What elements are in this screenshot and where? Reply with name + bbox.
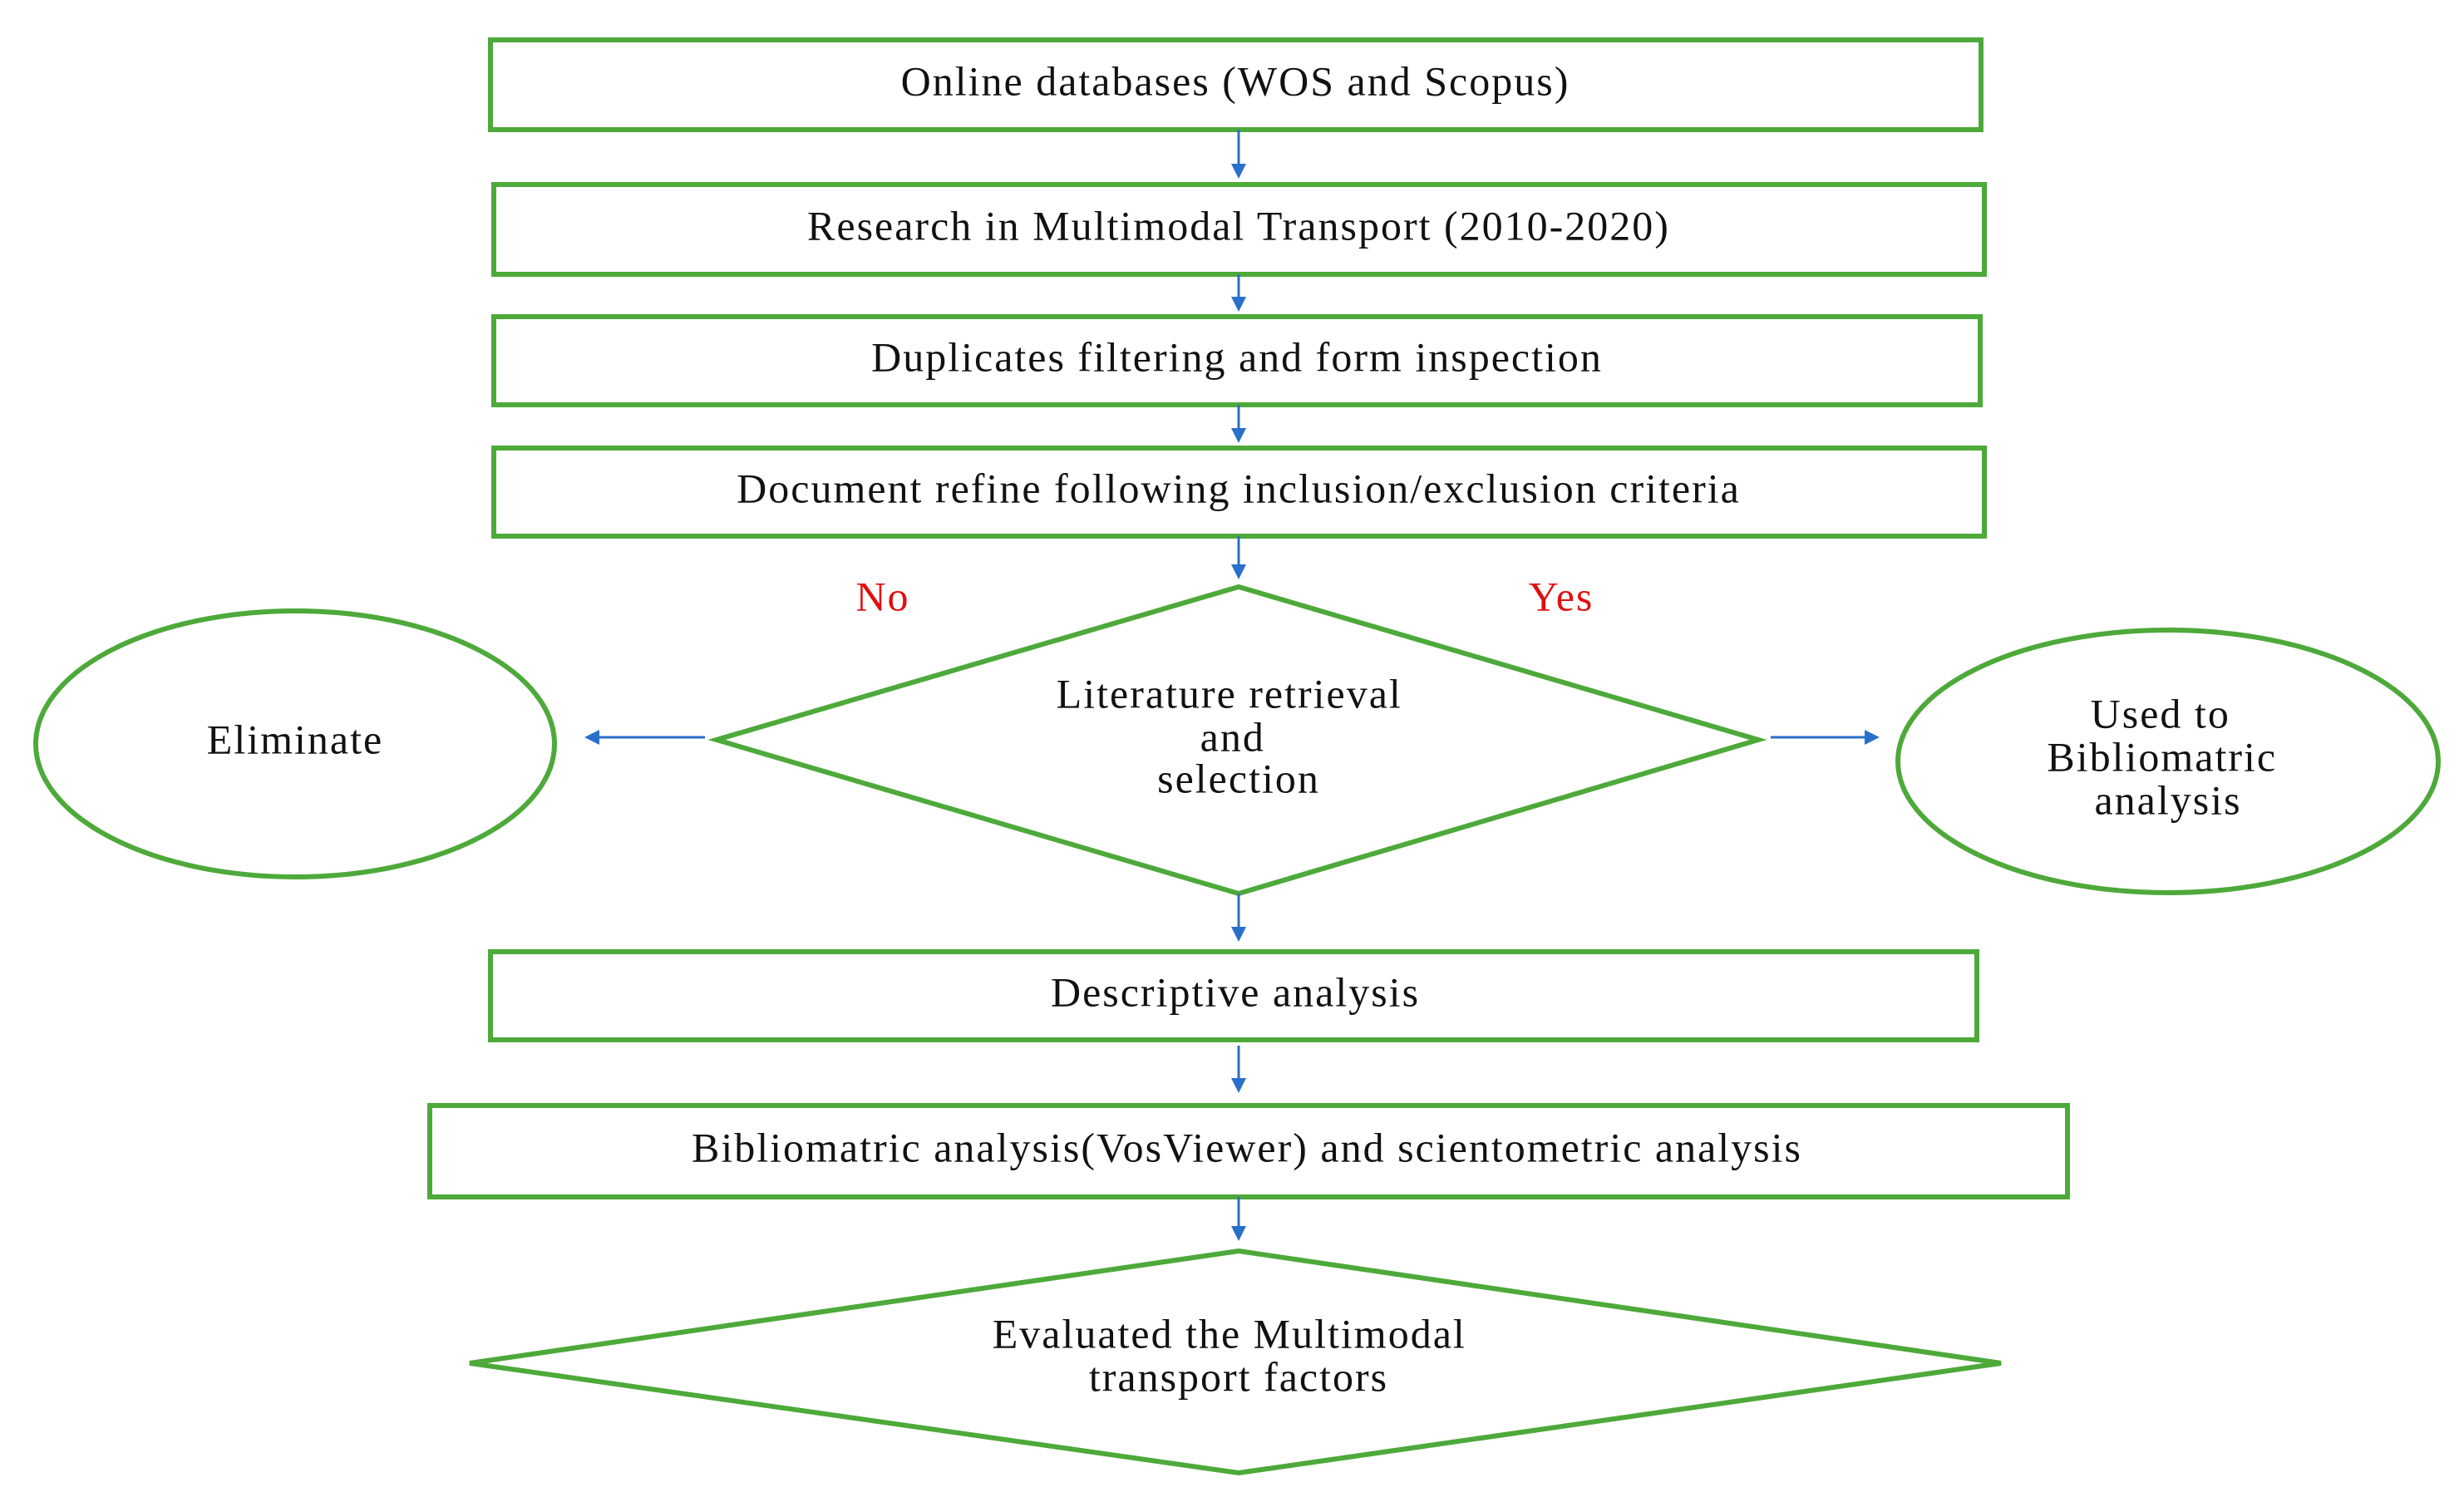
research-scope-label: Research in Multimodal Transport (2010-2… — [807, 202, 1670, 249]
eliminate-label: Eliminate — [207, 716, 383, 762]
eliminate-node: Eliminate — [33, 608, 557, 879]
bibliometric-analysis-label: Bibliomatric analysis(VosViewer) and sci… — [692, 1124, 1802, 1170]
used-for-analysis-node: Used to Bibliomatric analysis — [1895, 628, 2441, 895]
evaluated-factors-node: Evaluated the Multimodal transport facto… — [469, 1248, 2002, 1476]
literature-decision-label: Literature retrieval and selection — [1057, 661, 1415, 801]
online-databases-label: Online databases (WOS and Scopus) — [901, 57, 1570, 104]
used-for-analysis-label: Used to Bibliomatric analysis — [2047, 681, 2289, 823]
descriptive-analysis-label: Descriptive analysis — [1051, 968, 1420, 1015]
document-refine-node: Document refine following inclusion/excl… — [491, 446, 1987, 539]
online-databases-node: Online databases (WOS and Scopus) — [488, 37, 1984, 132]
literature-decision-node: Literature retrieval and selection — [707, 584, 1767, 897]
duplicates-filtering-label: Duplicates filtering and form inspection — [871, 333, 1603, 380]
no-label: No — [855, 573, 909, 619]
document-refine-label: Document refine following inclusion/excl… — [737, 465, 1741, 511]
yes-label: Yes — [1529, 573, 1594, 619]
duplicates-filtering-node: Duplicates filtering and form inspection — [491, 314, 1983, 407]
evaluated-factors-label: Evaluated the Multimodal transport facto… — [993, 1301, 1479, 1400]
descriptive-analysis-node: Descriptive analysis — [488, 949, 1979, 1042]
bibliometric-analysis-node: Bibliomatric analysis(VosViewer) and sci… — [427, 1103, 2070, 1199]
research-scope-node: Research in Multimodal Transport (2010-2… — [491, 182, 1987, 277]
